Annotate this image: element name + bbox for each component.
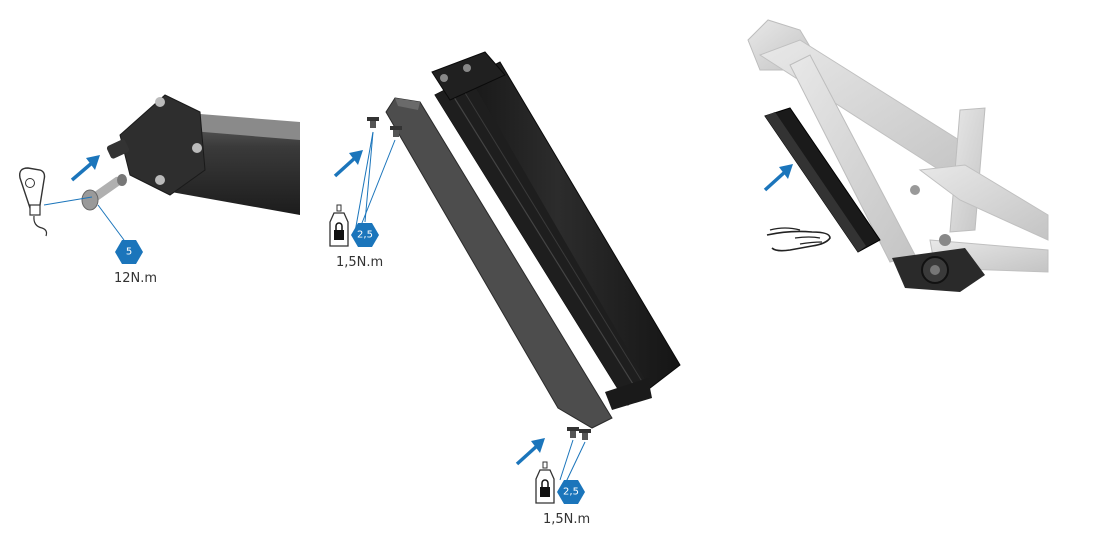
torque-hex-badge: 5 <box>115 240 143 264</box>
torque-label: 12N.m <box>114 271 157 286</box>
leader-line <box>365 132 373 222</box>
torque-hex-badge: 2,5 <box>557 480 585 504</box>
arrow-icon <box>335 150 363 176</box>
torque-hex-badge: 2,5 <box>351 223 379 247</box>
torque-label: 1,5N.m <box>336 255 383 270</box>
hex-badge-label: 5 <box>126 247 132 258</box>
hex-badge-label: 2,5 <box>563 487 579 498</box>
arrow-icon <box>72 155 100 180</box>
arrow-icon <box>765 164 793 190</box>
axle-bolt <box>82 174 127 210</box>
leader-line <box>566 442 585 482</box>
torque-label: 1,5N.m <box>543 512 590 527</box>
screw <box>367 117 379 128</box>
screw <box>567 427 579 438</box>
screw <box>579 429 591 440</box>
hex-badge-label: 2,5 <box>357 230 373 241</box>
threadlock-bottle-icon <box>536 462 554 503</box>
grease-tube-icon <box>20 168 47 236</box>
leader-line <box>560 440 573 480</box>
down-tube-end <box>106 95 300 215</box>
leader-line <box>98 205 124 240</box>
arrow-icon <box>517 438 545 464</box>
hand-icon <box>767 228 830 251</box>
threadlock-bottle-icon <box>330 205 348 246</box>
